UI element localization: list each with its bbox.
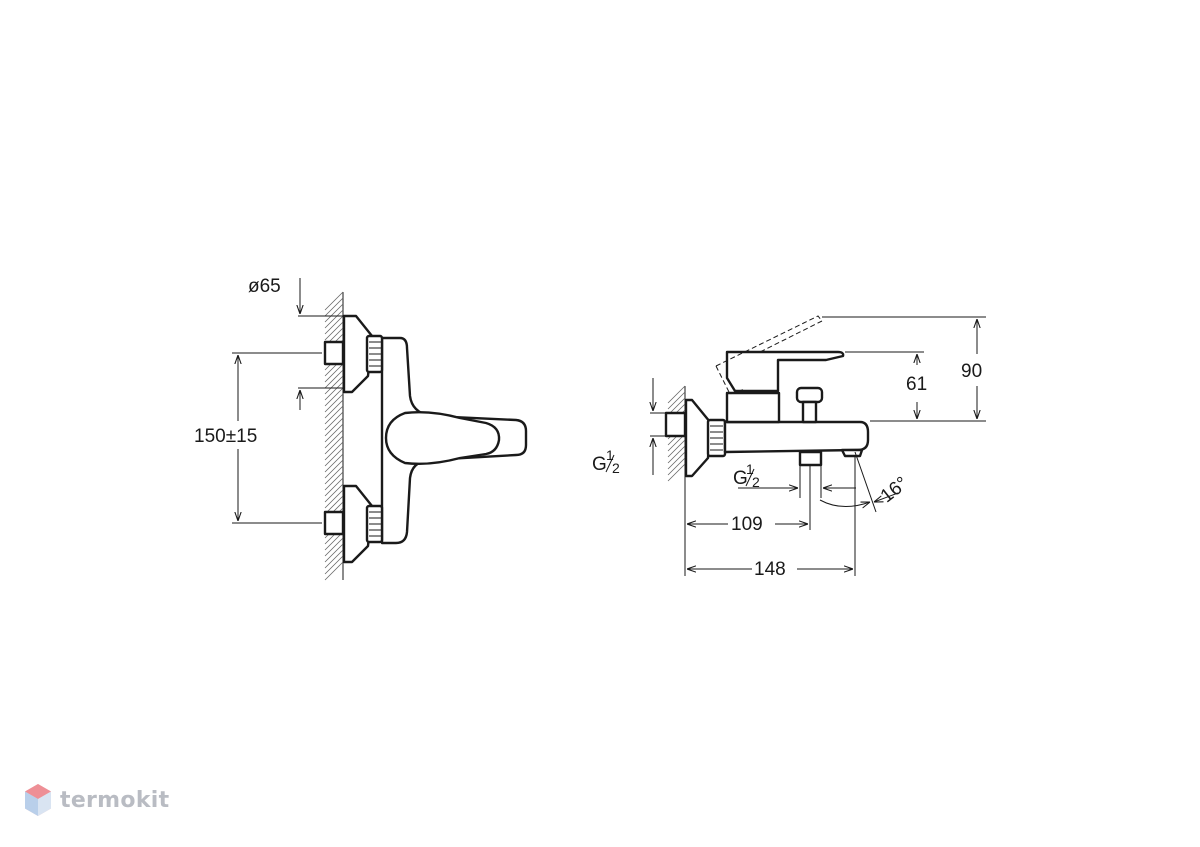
hatch-line [324,405,344,425]
threaded-nut-side [706,418,727,458]
flange-side [684,398,712,478]
outlet-thread-g: G [733,468,748,489]
hexagon-logo-icon [25,784,51,816]
hatch-line [324,543,344,563]
hatch-line [324,489,344,509]
hatch-line [667,391,686,410]
hatch-line [324,453,344,473]
hatch-line [324,309,344,329]
inlet-spacing-label: 150±15 [194,426,257,447]
inlet-thread-num: 1 [606,447,614,463]
hatch-line [324,399,344,419]
lever-closed-side [725,350,845,393]
hatch-line [324,291,344,311]
spout-angle-label: 16° [877,473,913,507]
inlet-thread-den: 2 [612,460,620,476]
bottom-outlet-side [798,450,823,467]
diverter-knob-side [795,386,824,424]
lever-height-dimension: 61 [845,351,986,422]
hatch-line [324,375,344,395]
cartridge-block-side [725,391,781,424]
hatch-line [324,471,344,491]
hatch-line [667,385,686,404]
watermark: termokit [24,783,169,817]
hatch-line [324,303,344,323]
inlet-stub-side [664,411,687,438]
hatch-line [324,441,344,461]
side-view: G 1 2 G 1 2 16° 61 [592,315,986,580]
front-view: ø65 150±15 [194,276,528,581]
hatch-line [324,297,344,317]
upper-connector-front [323,314,384,394]
hatch-line [324,561,344,581]
hatch-line [324,423,344,443]
hatch-line [324,393,344,413]
lever-base-front [384,410,501,466]
spout-angle-dimension: 16° [819,451,913,513]
lever-height-label: 61 [906,374,927,395]
outlet-thread-den: 2 [752,474,760,490]
wall-hatch-front [324,291,344,581]
hatch-line [324,315,344,335]
inlet-thread-dimension: G 1 2 [592,378,666,476]
hatch-line [324,381,344,401]
hatch-line [324,429,344,449]
lower-connector-front [323,484,384,564]
outlet-thread-num: 1 [746,461,754,477]
hatch-line [324,363,344,383]
total-height-dimension: 90 [822,316,986,419]
hatch-line [324,411,344,431]
lever-open-dashed [715,315,823,395]
hatch-line [324,477,344,497]
total-depth-dimension: 148 [687,456,856,580]
hatch-line [324,459,344,479]
hatch-line [324,537,344,557]
inlet-spacing-dimension: 150±15 [194,352,322,524]
hatch-line [324,369,344,389]
mixer-body-side [723,420,870,454]
hatch-line [324,387,344,407]
flange-diameter-dimension: ø65 [248,276,343,410]
hatch-line [667,439,686,458]
watermark-brand: termokit [60,787,170,813]
hatch-line [667,445,686,464]
total-height-label: 90 [961,361,982,382]
outlet-thread-dimension: G 1 2 [733,461,856,498]
hatch-line [324,435,344,455]
hatch-line [667,451,686,470]
total-depth-label: 148 [754,559,786,580]
hatch-line [324,321,344,341]
hatch-line [324,465,344,485]
hatch-line [324,549,344,569]
aerator-side [840,448,864,458]
outlet-depth-label: 109 [731,514,763,535]
hatch-line [667,463,686,482]
flange-diameter-label: ø65 [248,276,281,297]
hatch-line [324,483,344,503]
hatch-line [324,447,344,467]
outlet-depth-dimension: 109 [684,465,811,576]
inlet-thread-g: G [592,454,607,475]
hatch-line [324,555,344,575]
hatch-line [324,417,344,437]
hatch-line [667,457,686,476]
